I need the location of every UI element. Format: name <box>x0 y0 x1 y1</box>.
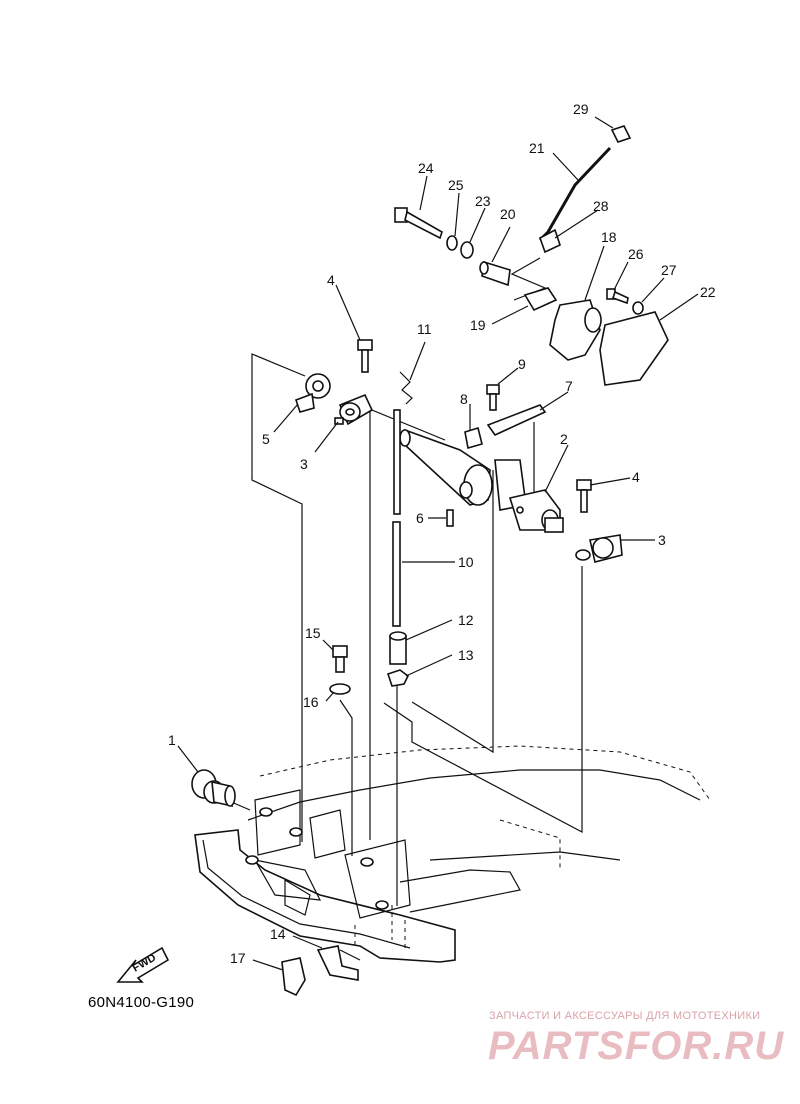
rod-end-28 <box>539 228 561 254</box>
callout-29: 29 <box>573 101 589 117</box>
callout-23: 23 <box>475 193 491 209</box>
shift-rod-upper <box>393 409 401 515</box>
sleeve-part <box>389 631 407 665</box>
rod-joint-right <box>575 534 623 563</box>
cam-part <box>549 299 602 361</box>
callout-10: 10 <box>458 554 474 570</box>
bolt-24 <box>394 207 443 240</box>
callout-27: 27 <box>661 262 677 278</box>
callout-5: 5 <box>262 431 270 447</box>
screw-26 <box>606 288 629 305</box>
callout-14: 14 <box>270 926 286 942</box>
bottom-cowling <box>194 745 711 963</box>
washer-25 <box>446 235 458 251</box>
assembly-guide-lines <box>214 257 583 961</box>
collar-part <box>294 373 331 413</box>
callout-20: 20 <box>500 206 516 222</box>
bolt-15 <box>332 645 348 673</box>
nut-part <box>386 669 410 687</box>
link-19 <box>523 287 558 312</box>
fwd-arrow-icon: FWD <box>116 946 170 983</box>
washer-23 <box>460 241 474 259</box>
callout-17: 17 <box>230 950 246 966</box>
bolt-right <box>576 479 592 513</box>
clip-17 <box>281 957 306 997</box>
callout-15: 15 <box>305 625 321 641</box>
callout-leaders <box>177 116 699 971</box>
callout-1: 1 <box>168 732 176 748</box>
shift-rod <box>392 521 401 627</box>
callout-6: 6 <box>416 510 424 526</box>
callout-7: 7 <box>565 378 573 394</box>
rod-nut-29 <box>610 125 632 143</box>
callout-numbers: 1 2 3 3 4 4 5 6 7 8 9 10 11 12 13 14 15 … <box>168 101 716 966</box>
callout-2: 2 <box>560 431 568 447</box>
bracket-22 <box>599 311 669 386</box>
callout-25: 25 <box>448 177 464 193</box>
callout-28: 28 <box>593 198 609 214</box>
callout-3b: 3 <box>658 532 666 548</box>
plate-part <box>486 404 547 437</box>
callout-4b: 4 <box>632 469 640 485</box>
callout-22: 22 <box>700 284 716 300</box>
callout-13: 13 <box>458 647 474 663</box>
callout-18: 18 <box>601 229 617 245</box>
callout-3a: 3 <box>300 456 308 472</box>
callout-9: 9 <box>518 356 526 372</box>
callout-8: 8 <box>460 391 468 407</box>
callout-12: 12 <box>458 612 474 628</box>
bolt-left <box>357 339 373 373</box>
pin-part <box>446 509 454 527</box>
grommet-part <box>191 769 236 808</box>
callout-19: 19 <box>470 317 486 333</box>
callout-4a: 4 <box>327 272 335 288</box>
sleeve-20 <box>479 260 511 287</box>
clip-part <box>464 426 483 450</box>
screw-part <box>486 384 500 411</box>
callout-21: 21 <box>529 140 545 156</box>
throttle-rod <box>538 146 612 242</box>
drawing-code: 60N4100-G190 <box>88 994 195 1011</box>
callout-11: 11 <box>417 321 432 337</box>
bracket-part <box>316 945 359 981</box>
callout-16: 16 <box>303 694 319 710</box>
callout-26: 26 <box>628 246 644 262</box>
rod-joint-left <box>334 393 374 426</box>
watermark-caption: ЗАПЧАСТИ И АКСЕССУАРЫ ДЛЯ МОТОТЕХНИКИ <box>489 1010 761 1022</box>
shift-lever-assembly <box>399 428 564 533</box>
watermark-logo: PARTSFOR.RU <box>488 1024 785 1068</box>
washer-16 <box>329 683 351 695</box>
washer-27 <box>632 301 644 315</box>
callout-24: 24 <box>418 160 434 176</box>
cotter-pin-part <box>399 371 413 405</box>
